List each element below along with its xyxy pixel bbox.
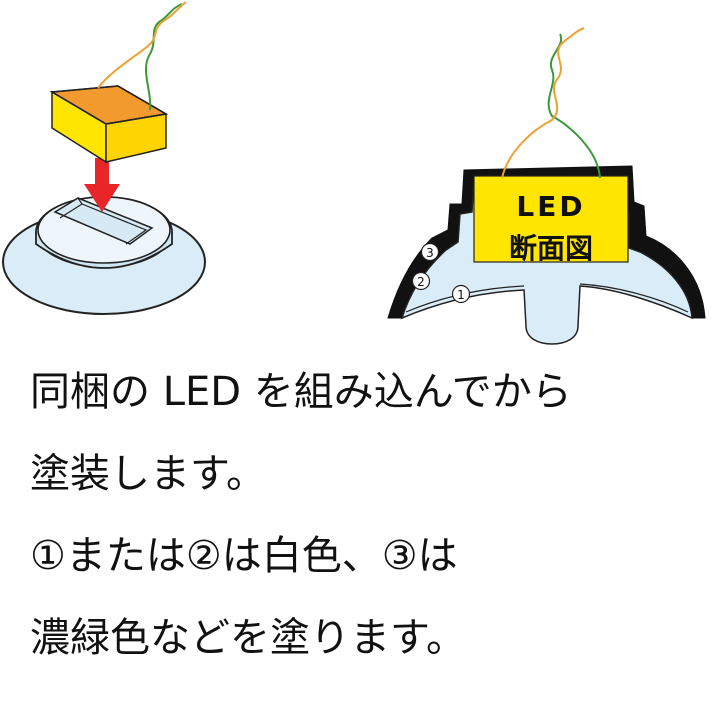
led-block bbox=[49, 85, 169, 164]
wire-green-right bbox=[547, 33, 601, 179]
led-assembly-diagram: LED 断面図 3 2 1 bbox=[2, 1, 706, 345]
marker-1: 1 bbox=[451, 284, 471, 304]
instruction-line-2: 塗装します。 bbox=[30, 451, 266, 497]
svg-text:1: 1 bbox=[457, 288, 465, 302]
instruction-line-1: 同梱の LED を組み込んでから bbox=[30, 369, 572, 415]
svg-text:3: 3 bbox=[426, 246, 434, 260]
marker-3: 3 bbox=[420, 242, 440, 262]
led-slot bbox=[53, 197, 154, 245]
instruction-line-4: 濃緑色などを塗ります。 bbox=[30, 615, 466, 661]
insert-arrow bbox=[84, 158, 120, 212]
led-label-line2: 断面図 bbox=[509, 232, 593, 265]
wire-orange-left bbox=[97, 1, 187, 89]
marker-2: 2 bbox=[411, 271, 431, 291]
wire-orange-right bbox=[501, 27, 585, 179]
instruction-line-3: ①または②は白色、③は bbox=[30, 533, 458, 579]
wire-green-left bbox=[145, 3, 183, 111]
base-assembly-illustration bbox=[2, 1, 206, 315]
instruction-text: 同梱の LED を組み込んでから 塗装します。 ①または②は白色、③は 濃緑色な… bbox=[30, 372, 700, 700]
led-section-box bbox=[473, 175, 629, 263]
svg-text:2: 2 bbox=[417, 275, 425, 289]
led-label-line1: LED bbox=[516, 190, 585, 223]
led-cross-section: LED 断面図 3 2 1 bbox=[387, 27, 706, 345]
